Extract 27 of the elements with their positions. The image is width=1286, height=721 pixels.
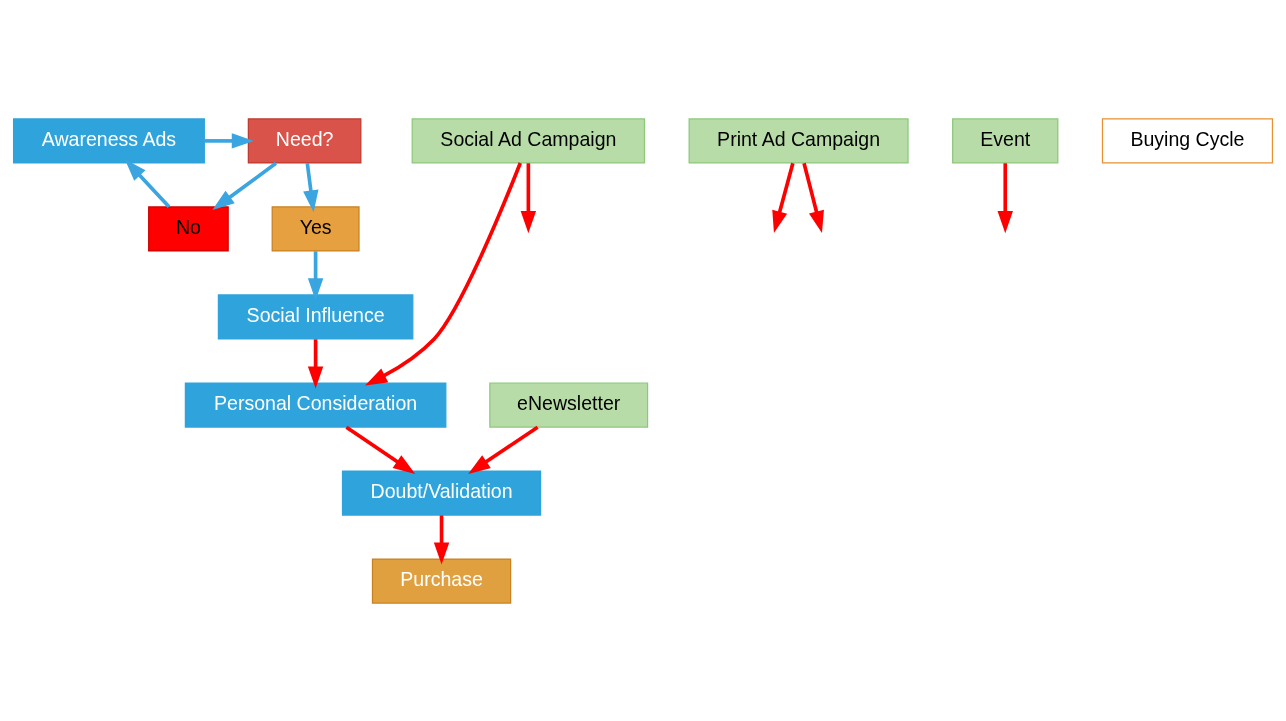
node-box: Event xyxy=(952,117,1059,163)
node-box: Print Ad Campaign xyxy=(688,117,909,163)
arrow xyxy=(772,162,795,233)
arrow xyxy=(997,162,1013,233)
node-box: Personal Consideration xyxy=(184,381,447,428)
arrow xyxy=(307,250,324,300)
arrow xyxy=(124,158,171,208)
node-box: Social Influence xyxy=(217,293,414,340)
node-box: Need? xyxy=(247,117,362,163)
arrow xyxy=(365,161,522,385)
arrow xyxy=(204,132,254,149)
arrow xyxy=(212,161,277,210)
arrow xyxy=(307,338,324,388)
node-box: Yes xyxy=(271,205,360,252)
node-box: Awareness Ads xyxy=(12,117,205,163)
node-box: Doubt/Validation xyxy=(341,469,542,516)
node-box: Purchase xyxy=(371,558,512,604)
arrow xyxy=(345,425,416,474)
node-box: Social Ad Campaign xyxy=(411,117,646,163)
node-box: eNewsletter xyxy=(489,381,649,428)
node-box: No xyxy=(148,205,229,252)
arrow xyxy=(303,162,319,212)
arrow xyxy=(468,425,539,474)
arrow xyxy=(433,514,450,565)
arrow xyxy=(520,162,537,233)
node-box: Buying Cycle xyxy=(1101,117,1274,163)
arrow xyxy=(802,162,824,233)
